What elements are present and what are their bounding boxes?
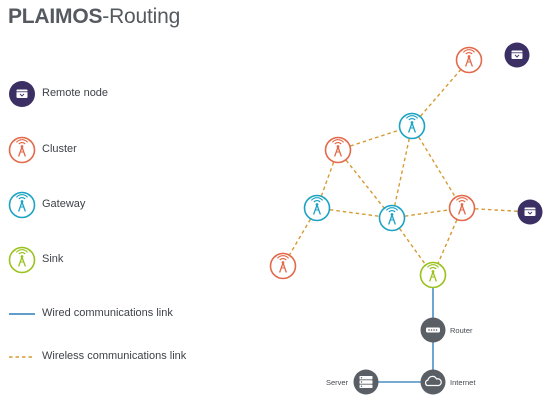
remote-node	[504, 42, 530, 68]
legend-wired-label: Wired communications link	[42, 307, 173, 319]
wireless-link	[391, 125, 413, 219]
cluster-node	[455, 46, 483, 74]
page-title: PLAIMOS-Routing	[8, 5, 180, 29]
legend-remote-icon	[9, 81, 35, 107]
title-bold: PLAIMOS	[8, 5, 103, 28]
router-node	[420, 317, 446, 343]
cluster-node	[324, 136, 352, 164]
server-node	[353, 369, 379, 395]
internet-node	[420, 369, 446, 395]
window-icon	[16, 89, 28, 99]
gateway-node	[378, 204, 406, 232]
legend-sink-label: Sink	[42, 253, 64, 265]
legend-remote-label: Remote node	[42, 87, 109, 99]
legend-wireless-label: Wireless communications link	[42, 350, 187, 362]
wireless-links	[282, 59, 531, 276]
legend-sink-icon	[8, 246, 36, 274]
server-label: Server	[326, 378, 349, 387]
wireless-link	[411, 125, 463, 209]
gateway-node	[398, 112, 426, 140]
legend-gateway-label: Gateway	[42, 198, 86, 210]
internet-label: Internet	[450, 378, 476, 387]
legend-gateway-icon	[8, 191, 36, 219]
cluster-node	[269, 252, 297, 280]
legend-cluster-icon	[8, 136, 36, 164]
wireless-link	[282, 207, 318, 267]
sink-node	[419, 261, 447, 289]
cluster-node	[448, 194, 476, 222]
wireless-link	[461, 207, 531, 213]
remote-node	[517, 199, 543, 225]
router-label: Router	[450, 326, 473, 335]
wireless-link	[337, 149, 393, 219]
title-light: -Routing	[102, 5, 181, 28]
window-icon	[524, 207, 536, 217]
router-icon	[426, 327, 440, 333]
gateway-node	[303, 194, 331, 222]
legend-cluster-label: Cluster	[42, 143, 77, 155]
window-icon	[511, 50, 523, 60]
cloud-icon	[424, 375, 442, 387]
server-icon	[359, 376, 373, 388]
wireless-link	[411, 59, 470, 127]
